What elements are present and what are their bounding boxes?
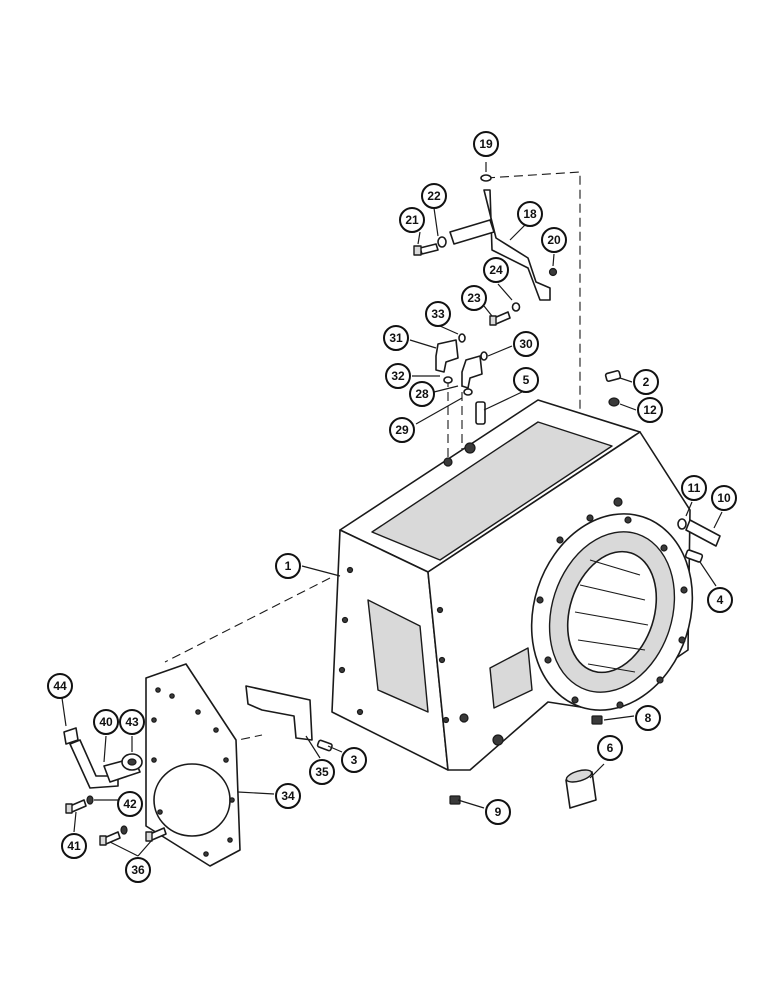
item-35-bracket xyxy=(245,685,313,741)
callout-28: 28 xyxy=(409,381,435,407)
callout-2-label: 2 xyxy=(643,375,650,389)
callout-10: 10 xyxy=(711,485,737,511)
callout-42: 42 xyxy=(117,791,143,817)
callout-9-label: 9 xyxy=(495,805,502,819)
callout-10-label: 10 xyxy=(717,491,731,505)
callout-44-label: 44 xyxy=(53,679,67,693)
callout-1: 1 xyxy=(275,553,301,579)
callout-23-label: 23 xyxy=(467,291,481,305)
callout-5-label: 5 xyxy=(523,373,530,387)
callout-41: 41 xyxy=(61,833,87,859)
callout-43-label: 43 xyxy=(125,715,139,729)
callout-34: 34 xyxy=(275,783,301,809)
callout-29-label: 29 xyxy=(395,423,409,437)
callout-30-label: 30 xyxy=(519,337,533,351)
callout-41-label: 41 xyxy=(67,839,81,853)
callout-20-label: 20 xyxy=(547,233,561,247)
callout-30: 30 xyxy=(513,331,539,357)
callout-36-label: 36 xyxy=(131,863,145,877)
housing-bolt-holes xyxy=(338,566,504,746)
callout-19: 19 xyxy=(473,131,499,157)
item-18-shift-tube xyxy=(449,174,551,301)
callout-31-label: 31 xyxy=(389,331,403,345)
callout-11: 11 xyxy=(681,475,707,501)
callout-22-label: 22 xyxy=(427,189,441,203)
bell-flange-bolt-holes xyxy=(536,514,688,709)
callout-28-label: 28 xyxy=(415,387,429,401)
callout-18-label: 18 xyxy=(523,207,537,221)
transmission-housing xyxy=(331,399,694,771)
callout-11-label: 11 xyxy=(688,481,701,495)
callout-19-label: 19 xyxy=(479,137,493,151)
callout-32-label: 32 xyxy=(391,369,405,383)
callout-44: 44 xyxy=(47,673,73,699)
small-hardware xyxy=(316,236,721,809)
callout-21: 21 xyxy=(399,207,425,233)
callout-31: 31 xyxy=(383,325,409,351)
callout-35-label: 35 xyxy=(315,765,329,779)
callout-6-label: 6 xyxy=(607,741,614,755)
callout-20: 20 xyxy=(541,227,567,253)
callout-35: 35 xyxy=(309,759,335,785)
callout-42-label: 42 xyxy=(123,797,137,811)
callout-8: 8 xyxy=(635,705,661,731)
item-34-cover-plate xyxy=(145,663,241,867)
callout-3: 3 xyxy=(341,747,367,773)
callout-5: 5 xyxy=(513,367,539,393)
callout-4-label: 4 xyxy=(717,593,724,607)
breather-assembly xyxy=(63,727,167,846)
callout-33-label: 33 xyxy=(431,307,445,321)
callout-33: 33 xyxy=(425,301,451,327)
callout-40: 40 xyxy=(93,709,119,735)
callout-4: 4 xyxy=(707,587,733,613)
callout-18: 18 xyxy=(517,201,543,227)
callout-1-label: 1 xyxy=(285,559,292,573)
callout-9: 9 xyxy=(485,799,511,825)
callout-12-label: 12 xyxy=(643,403,657,417)
callout-12: 12 xyxy=(637,397,663,423)
callout-32: 32 xyxy=(385,363,411,389)
callout-21-label: 21 xyxy=(405,213,419,227)
cover-plate-bolt-holes xyxy=(151,687,235,857)
callout-3-label: 3 xyxy=(351,753,358,767)
callout-36: 36 xyxy=(125,857,151,883)
callout-34-label: 34 xyxy=(281,789,295,803)
leader-lines xyxy=(61,162,723,857)
callout-24: 24 xyxy=(483,257,509,283)
callout-24-label: 24 xyxy=(489,263,503,277)
callout-6: 6 xyxy=(597,735,623,761)
callout-22: 22 xyxy=(421,183,447,209)
callout-23: 23 xyxy=(461,285,487,311)
callout-8-label: 8 xyxy=(645,711,652,725)
callout-29: 29 xyxy=(389,417,415,443)
callout-43: 43 xyxy=(119,709,145,735)
callout-2: 2 xyxy=(633,369,659,395)
callout-40-label: 40 xyxy=(99,715,113,729)
